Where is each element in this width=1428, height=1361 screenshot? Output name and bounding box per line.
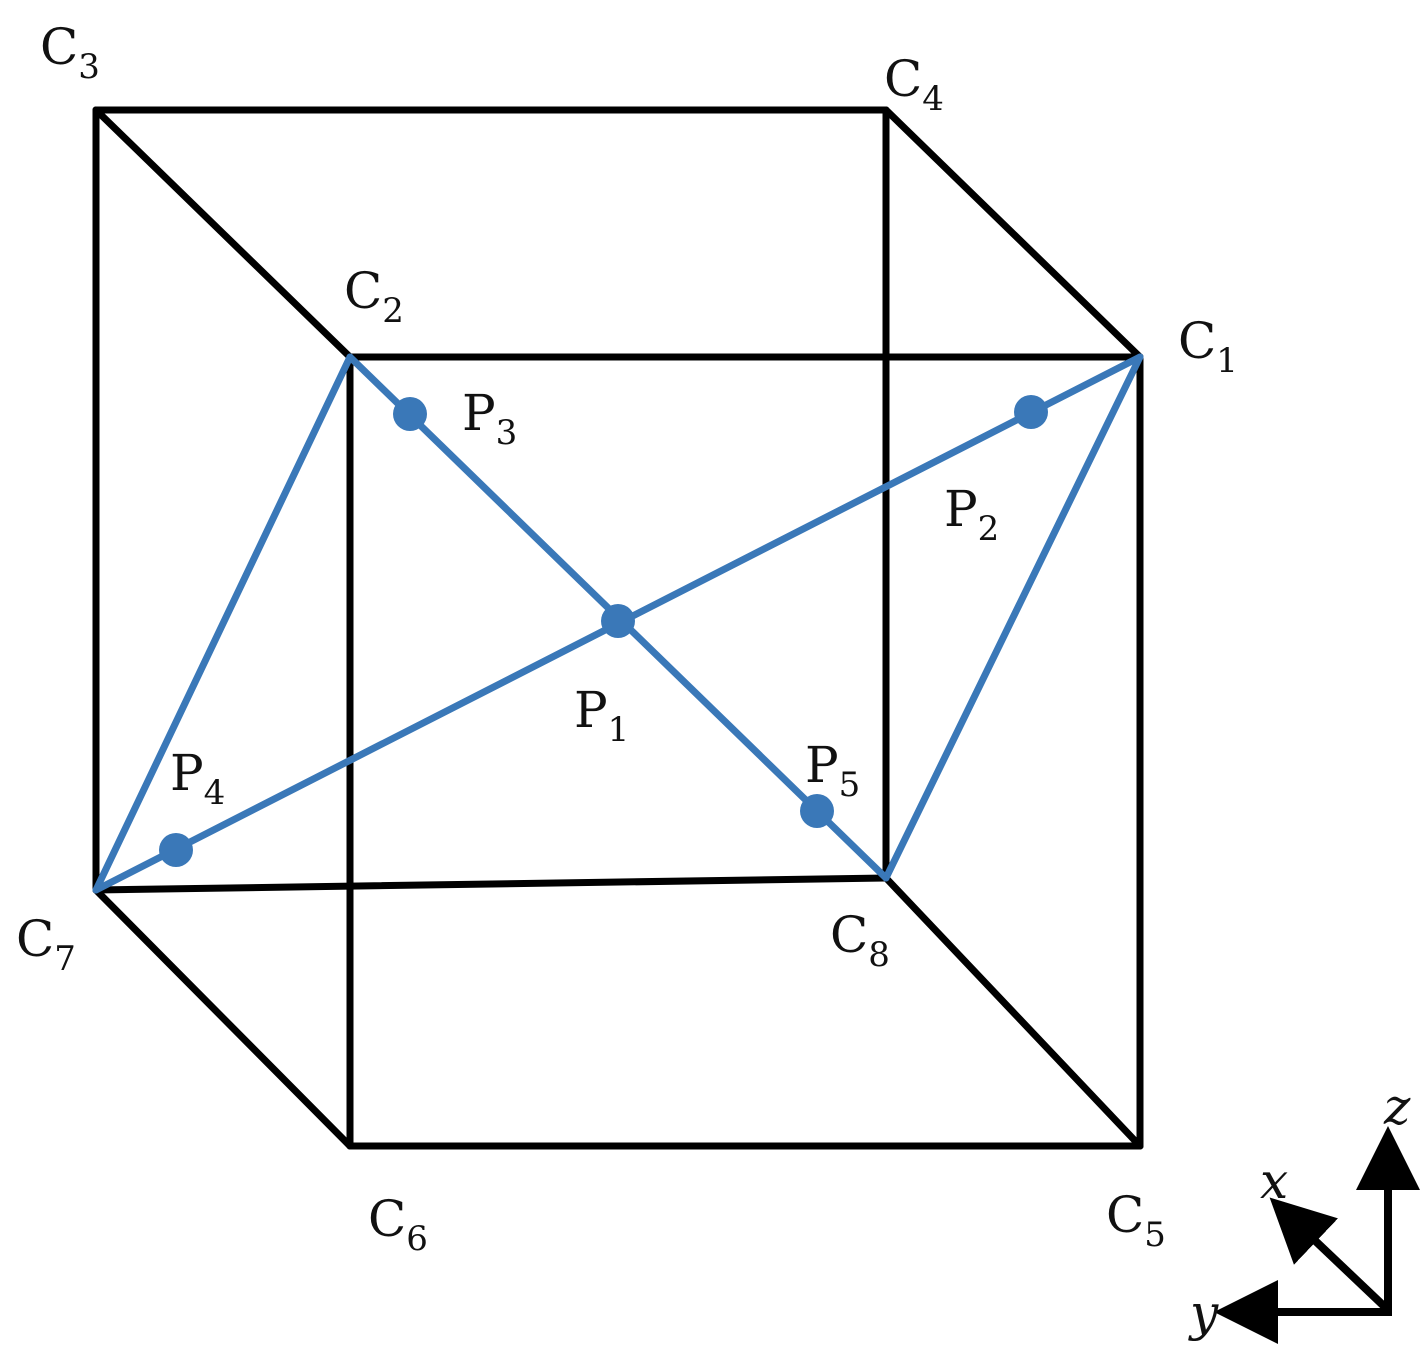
label-c4: C4 (884, 50, 944, 119)
axis-label-y: y (1188, 1284, 1219, 1342)
point-p5-marker (800, 794, 834, 828)
label-p3: P3 (462, 384, 517, 453)
edge-c7-c8 (92, 874, 890, 894)
axis-label-x: x (1260, 1152, 1288, 1210)
coordinate-axes: z x y (1188, 1078, 1420, 1344)
label-p1: P1 (574, 681, 629, 750)
line-c7-c2 (92, 353, 354, 894)
edge-c4-c1 (882, 106, 1144, 361)
axis-label-z: z (1383, 1078, 1411, 1136)
cube-edges (92, 106, 1144, 1150)
line-c1-c8 (882, 353, 1144, 882)
point-labels: P3 P2 P1 P4 P5 (170, 384, 999, 813)
label-c1: C1 (1178, 312, 1238, 381)
label-p5: P5 (805, 736, 860, 805)
sample-points (159, 395, 1048, 867)
axis-x-arrow (1269, 1197, 1389, 1311)
label-c5: C5 (1106, 1186, 1166, 1255)
edge-c3-c2 (92, 106, 354, 361)
point-p1-marker (601, 604, 635, 638)
point-p4-marker (159, 833, 193, 867)
label-p4: P4 (170, 744, 225, 813)
label-c8: C8 (830, 906, 890, 975)
corner-labels: C3 C4 C2 C1 C7 C8 C6 C5 (16, 18, 1238, 1259)
point-p3-marker (393, 397, 427, 431)
point-p2-marker (1014, 395, 1048, 429)
label-c2: C2 (344, 262, 404, 331)
edge-c7-c6 (92, 886, 354, 1150)
label-c6: C6 (368, 1190, 428, 1259)
label-c3: C3 (40, 18, 100, 87)
edge-c8-c5 (882, 874, 1144, 1150)
label-p2: P2 (944, 480, 999, 549)
label-c7: C7 (16, 910, 76, 979)
